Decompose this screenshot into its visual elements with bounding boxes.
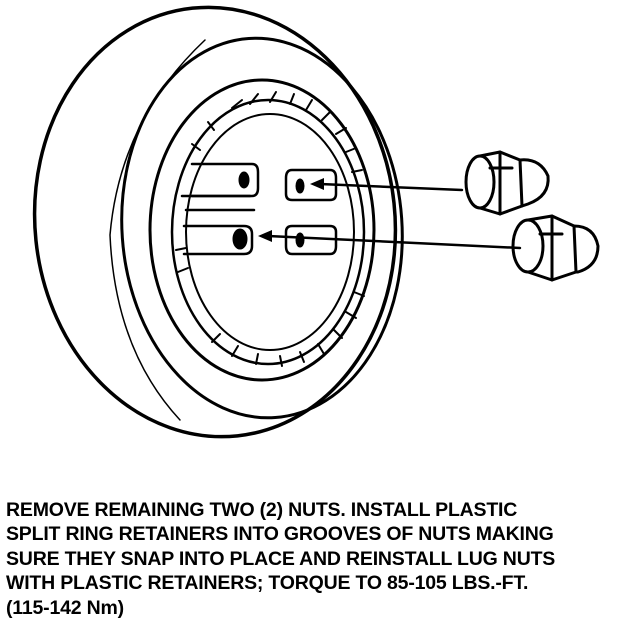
- arrow-icon: [266, 182, 522, 250]
- spare-tire-icon: [32, 5, 404, 439]
- wheel-rim-icon: [148, 78, 376, 382]
- instruction-text: REMOVE REMAINING TWO (2) NUTS. INSTALL P…: [6, 498, 618, 620]
- instruction-line: (115-142 Nm): [6, 596, 124, 619]
- instruction-line: SURE THEY SNAP INTO PLACE AND REINSTALL …: [6, 547, 556, 570]
- instruction-line: REMOVE REMAINING TWO (2) NUTS. INSTALL P…: [6, 499, 518, 521]
- spare-tire-diagram: [32, 5, 600, 439]
- instruction-line: SPLIT RING RETAINERS INTO GROOVES OF NUT…: [6, 523, 554, 546]
- instruction-line: WITH PLASTIC RETAINERS; TORQUE TO 85-105…: [6, 572, 529, 595]
- lug-nut-icon: [464, 150, 550, 216]
- lug-nut-icon: [511, 214, 600, 282]
